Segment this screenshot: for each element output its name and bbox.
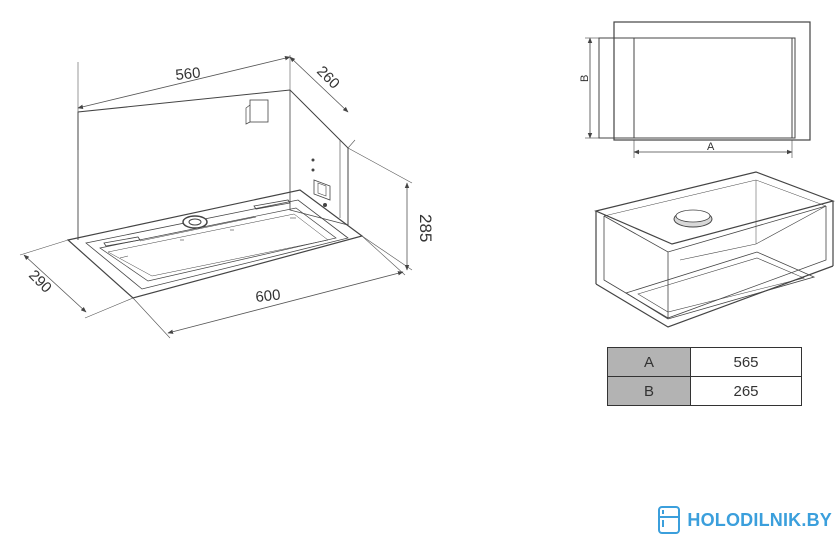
cutout-label-a: A <box>707 141 715 153</box>
table-row: B 265 <box>607 376 802 406</box>
spec-table: A 565 B 265 <box>607 347 802 406</box>
hood-isometric-drawing <box>66 89 364 299</box>
dimension-width-top: 560 <box>175 64 202 84</box>
dimension-lines <box>19 55 413 339</box>
brand-logo: HOLODILNIK.BY <box>657 503 832 537</box>
hood-box-isometric <box>594 171 835 328</box>
dimension-depth-top: 260 <box>313 63 343 93</box>
dimension-depth-bottom: 290 <box>25 267 55 297</box>
cutout-diagram <box>585 21 811 158</box>
spec-key-a: A <box>607 347 691 377</box>
spec-value-a: 565 <box>690 347 802 377</box>
cutout-label-b: B <box>579 75 591 82</box>
spec-value-b: 265 <box>690 376 802 406</box>
dimension-height: 285 <box>416 214 435 242</box>
brand-text: HOLODILNIK.BY <box>687 509 832 530</box>
table-row: A 565 <box>607 347 802 377</box>
spec-key-b: B <box>607 376 691 406</box>
fridge-icon <box>658 506 681 534</box>
dimension-width-bottom: 600 <box>255 286 282 306</box>
